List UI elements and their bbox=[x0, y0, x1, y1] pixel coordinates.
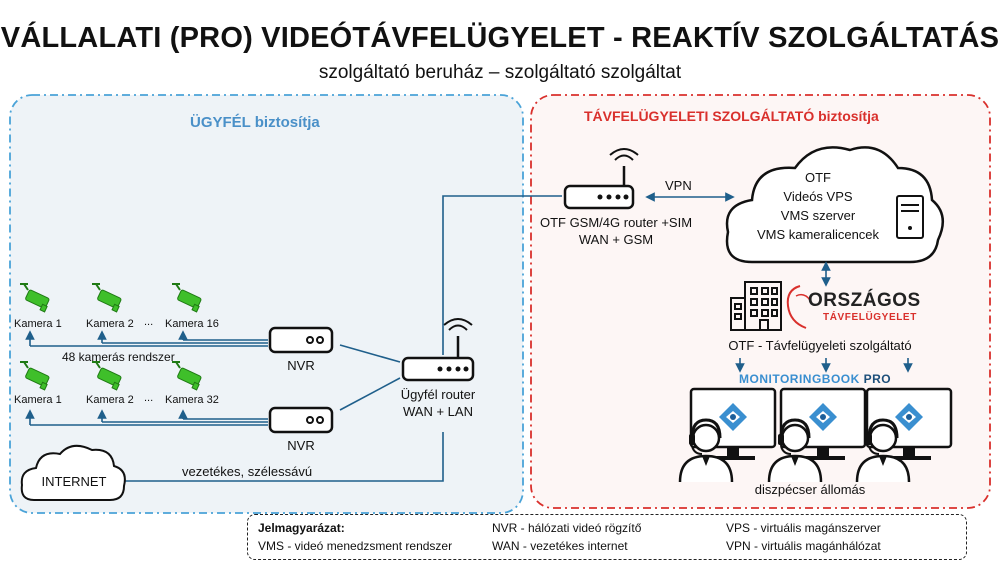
client-heading: ÜGYFÉL biztosítja bbox=[190, 114, 320, 131]
logo-text: ORSZÁGOS bbox=[808, 290, 921, 311]
client-heading-rest: biztosítja bbox=[254, 114, 320, 131]
internet-cloud-icon bbox=[20, 444, 126, 501]
nvr-label: NVR bbox=[287, 438, 315, 453]
nvr-icon bbox=[268, 406, 334, 434]
internet-label: INTERNET bbox=[41, 474, 107, 489]
client-router-line1: Ügyfél router bbox=[400, 387, 476, 402]
internet-link bbox=[125, 432, 444, 482]
client-heading-strong: ÜGYFÉL bbox=[190, 114, 251, 131]
nvr-router-links bbox=[339, 344, 401, 411]
system-label: 48 kamerás rendszer bbox=[62, 350, 175, 364]
monitoringbook-pro: PRO bbox=[863, 372, 892, 386]
gsm-router-icon bbox=[563, 148, 639, 210]
monitoringbook-text: MONITORINGBOOK bbox=[739, 372, 860, 386]
cloud-line: VMS kameralicencek bbox=[756, 227, 880, 242]
otf-label: OTF - Távfelügyeleti szolgáltató bbox=[728, 338, 912, 353]
client-region bbox=[9, 94, 524, 514]
wired-label: vezetékes, szélessávú bbox=[182, 464, 313, 479]
ellipsis: ... bbox=[144, 316, 154, 328]
nvr-icon bbox=[268, 326, 334, 354]
camera-label: Kamera 2 bbox=[86, 318, 134, 330]
dispatcher-label: diszpécser állomás bbox=[754, 482, 866, 497]
cloud-services: OTF Videós VPS VMS szerver VMS kameralic… bbox=[738, 168, 898, 244]
provider-cloud-icon bbox=[725, 146, 945, 264]
camera-label: Kamera 32 bbox=[165, 394, 219, 406]
legend-title: Jelmagyarázat: bbox=[258, 521, 345, 535]
vpn-label: VPN bbox=[665, 178, 692, 193]
building-icon bbox=[730, 281, 782, 331]
client-router-line2: WAN + LAN bbox=[403, 404, 473, 419]
legend-item: VMS - videó menedzsment rendszer bbox=[258, 539, 453, 553]
legend-item: VPN - virtuális magánhálózat bbox=[726, 539, 881, 553]
provider-heading: TÁVFELÜGYELETI SZOLGÁLTATÓ biztosítja bbox=[584, 108, 879, 124]
cloud-line: Videós VPS bbox=[783, 189, 853, 204]
nvr-label: NVR bbox=[287, 358, 315, 373]
cloud-line: OTF bbox=[805, 170, 831, 185]
camera-label: Kamera 1 bbox=[14, 318, 62, 330]
camera-cabling bbox=[25, 409, 268, 426]
gsm-router-line1: OTF GSM/4G router +SIM bbox=[539, 215, 693, 230]
camera-label: Kamera 2 bbox=[86, 394, 134, 406]
camera-label: Kamera 16 bbox=[165, 318, 219, 330]
cloud-line: VMS szerver bbox=[780, 208, 856, 223]
router-uplink bbox=[442, 195, 562, 355]
client-router-icon bbox=[401, 318, 475, 382]
camera-label: Kamera 1 bbox=[14, 394, 62, 406]
gsm-router-line2: WAN + GSM bbox=[578, 232, 654, 247]
legend-item: WAN - vezetékes internet bbox=[492, 539, 628, 553]
logo-subtext: TÁVFELÜGYELET bbox=[823, 312, 917, 323]
ellipsis: ... bbox=[144, 392, 154, 404]
page-title: VÁLLALATI (PRO) VIDEÓTÁVFELÜGYELET - REA… bbox=[0, 22, 1000, 54]
orszagos-logo-icon bbox=[786, 285, 811, 329]
legend-item: VPS - virtuális magánszerver bbox=[726, 521, 881, 535]
camera-cabling bbox=[25, 330, 268, 347]
legend-item: NVR - hálózati videó rögzítő bbox=[492, 521, 642, 535]
page-subtitle: szolgáltató beruház – szolgáltató szolgá… bbox=[318, 62, 682, 83]
client-router-label: Ügyfél router WAN + LAN bbox=[380, 386, 496, 420]
gsm-router-label: OTF GSM/4G router +SIM WAN + GSM bbox=[536, 214, 696, 248]
otf-monitor-arrows bbox=[735, 358, 913, 373]
server-icon bbox=[896, 195, 924, 239]
legend-box: Jelmagyarázat: VMS - videó menedzsment r… bbox=[247, 514, 967, 560]
monitoringbook-logo: MONITORINGBOOK PRO bbox=[739, 372, 891, 386]
